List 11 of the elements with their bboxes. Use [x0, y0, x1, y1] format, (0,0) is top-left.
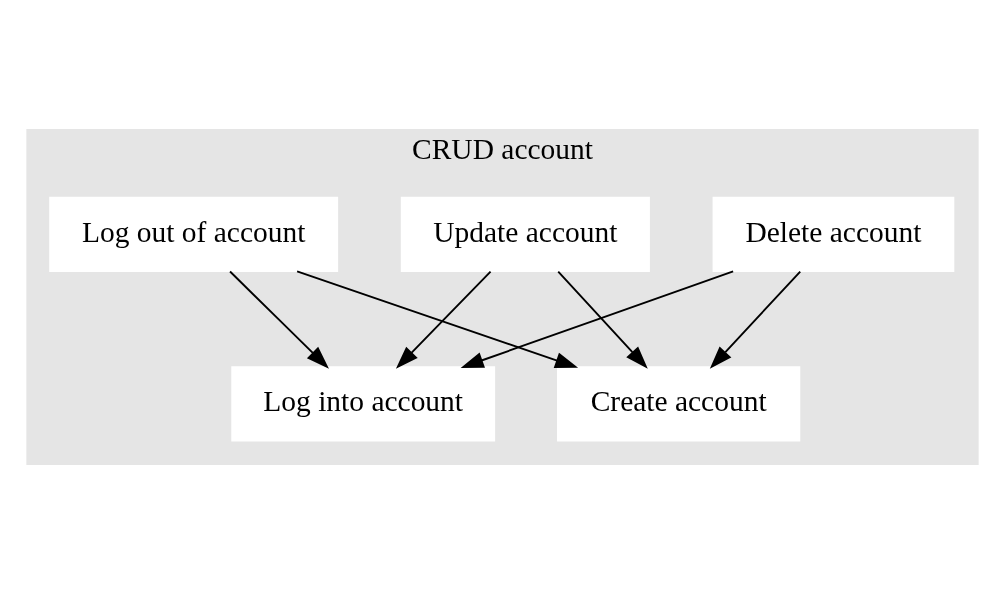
node-box: Delete account — [712, 196, 954, 272]
node-box: Create account — [556, 366, 800, 442]
arrow — [556, 270, 648, 369]
arrow — [295, 270, 578, 368]
node-box: Log into account — [230, 366, 495, 442]
node-box: Log out of account — [48, 196, 338, 272]
arrow — [460, 270, 734, 368]
arrow — [395, 270, 491, 369]
arrow — [709, 270, 801, 369]
node-box: Update account — [400, 196, 650, 272]
arrow — [228, 270, 329, 369]
